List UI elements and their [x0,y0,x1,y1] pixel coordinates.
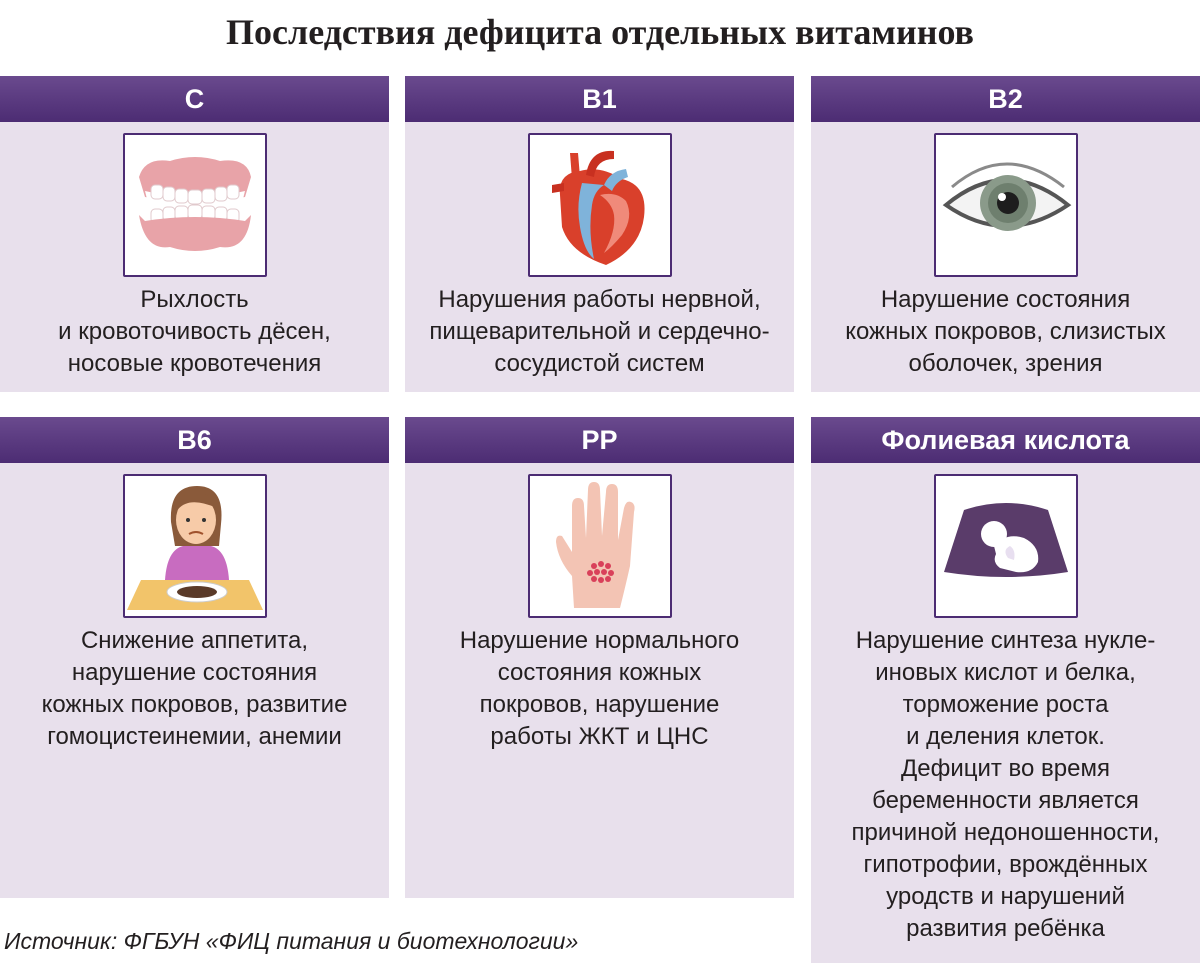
card-header: B2 [811,76,1200,122]
girl-no-appetite-icon [122,474,267,618]
card-description: Нарушение состояния кожных покровов, сли… [845,286,1166,377]
card-header: B6 [0,417,389,463]
card-vitamin-b1: B1 Нарушения работы нервной, пищеварител… [405,76,794,392]
card-description: Нарушение синтеза нукле- иновых кислот и… [851,627,1160,942]
card-description: Нарушения работы нервной, пищеварительно… [429,286,770,377]
heart-icon [527,133,672,277]
card-header: PP [405,417,794,463]
card-description: Снижение аппетита, нарушение состояния к… [41,627,348,750]
card-header: C [0,76,389,122]
card-vitamin-b6: B6 Снижение аппетита, нарушение состояни… [0,417,389,898]
source-note: Источник: ФГБУН «ФИЦ питания и биотехнол… [4,928,579,954]
card-header: B1 [405,76,794,122]
gums-teeth-icon [122,133,267,277]
card-description: Рыхлость и кровоточивость дёсен, носовые… [58,286,331,377]
card-vitamin-c: C Рыхлость и кровоточивость дёсен, носов… [0,76,389,392]
card-vitamin-pp: PP Нарушение нормального состояния кожны… [405,417,794,898]
page-title: Последствия дефицита отдельных витаминов [226,12,974,52]
card-vitamin-b2: B2 Нарушение состояния кожных покровов, … [811,76,1200,392]
card-folic-acid: Фолиевая кислота Нарушение синтеза нукле… [811,417,1200,963]
card-description: Нарушение нормального состояния кожных п… [459,627,740,750]
hand-rash-icon [527,474,672,618]
card-header: Фолиевая кислота [811,417,1200,463]
eye-icon [933,133,1078,277]
fetus-ultrasound-icon [933,474,1078,618]
